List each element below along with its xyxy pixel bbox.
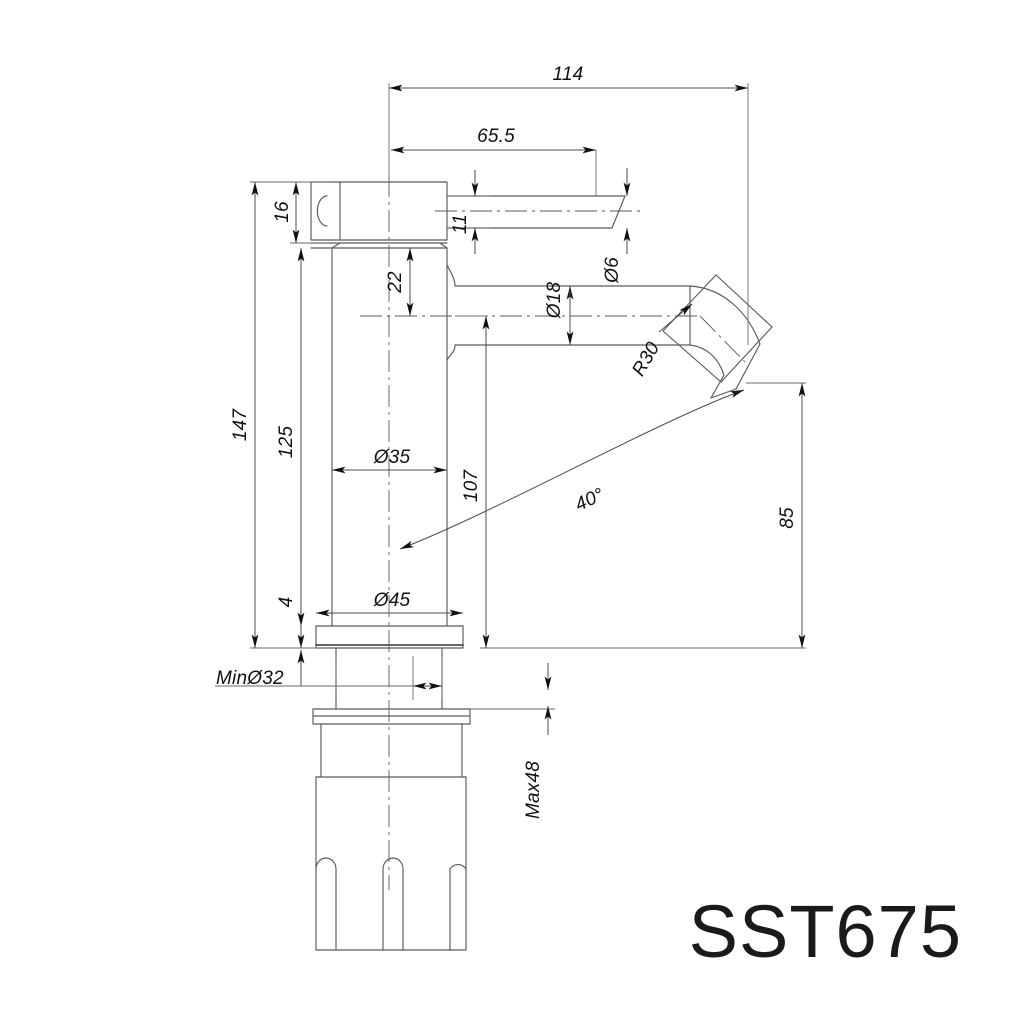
dimension-dia45: Ø45 [316, 590, 463, 617]
dimension-label-11: 11 [450, 214, 471, 234]
dimension-147: 147 [230, 181, 330, 649]
body-cylinder [331, 242, 448, 627]
dimension-label-114: 114 [553, 64, 584, 85]
dimension-dia6: Ø6 [602, 168, 631, 284]
dimension-max48: Max48 [470, 663, 555, 819]
dimension-label-min-dia32: MinØ32 [216, 668, 284, 689]
dimension-r30: R30 [628, 303, 693, 380]
dimension-114: 114 [388, 64, 749, 345]
outlet-centerline [699, 315, 746, 363]
dimension-label-16: 16 [272, 201, 293, 223]
dimension-label-65-5: 65.5 [477, 126, 515, 147]
handle-lever [446, 195, 626, 229]
lock-washer [312, 708, 471, 725]
dimension-label-85: 85 [777, 507, 798, 529]
dimension-dia18: Ø18 [544, 282, 574, 345]
dimension-label-dia35: Ø35 [373, 447, 411, 468]
dimension-label-147: 147 [230, 408, 251, 442]
dimension-16: 16 [272, 181, 330, 244]
base-plate [315, 625, 464, 649]
dimension-label-max48: Max48 [523, 761, 544, 819]
dimension-label-dia18: Ø18 [544, 282, 565, 320]
drawing-title: SST675 [689, 890, 962, 973]
dimension-85: 85 [480, 382, 806, 649]
dimension-22: 22 [385, 248, 414, 316]
dimension-125: 125 [276, 248, 305, 626]
dimension-label-40deg: 40° [572, 484, 608, 516]
dimension-4: 4 [276, 597, 305, 686]
cap-seam [310, 242, 448, 249]
threaded-tail [315, 723, 467, 951]
dimension-min-dia32: MinØ32 [215, 656, 443, 700]
dimension-65-5: 65.5 [391, 126, 597, 196]
tail-slots [315, 857, 467, 951]
dimension-label-22: 22 [385, 271, 406, 294]
dimension-107: 107 [455, 315, 490, 648]
dimension-label-dia6: Ø6 [602, 257, 623, 284]
dimension-label-4: 4 [276, 597, 297, 608]
faucet-geometry [310, 175, 773, 951]
dimension-dia35: Ø35 [332, 447, 447, 474]
handle-cap [310, 181, 448, 241]
dimension-label-107: 107 [461, 469, 482, 503]
dimension-label-125: 125 [276, 426, 297, 459]
dimension-label-dia45: Ø45 [373, 590, 411, 611]
dimension-40deg: 40° [399, 389, 745, 550]
dimension-11: 11 [447, 170, 490, 254]
